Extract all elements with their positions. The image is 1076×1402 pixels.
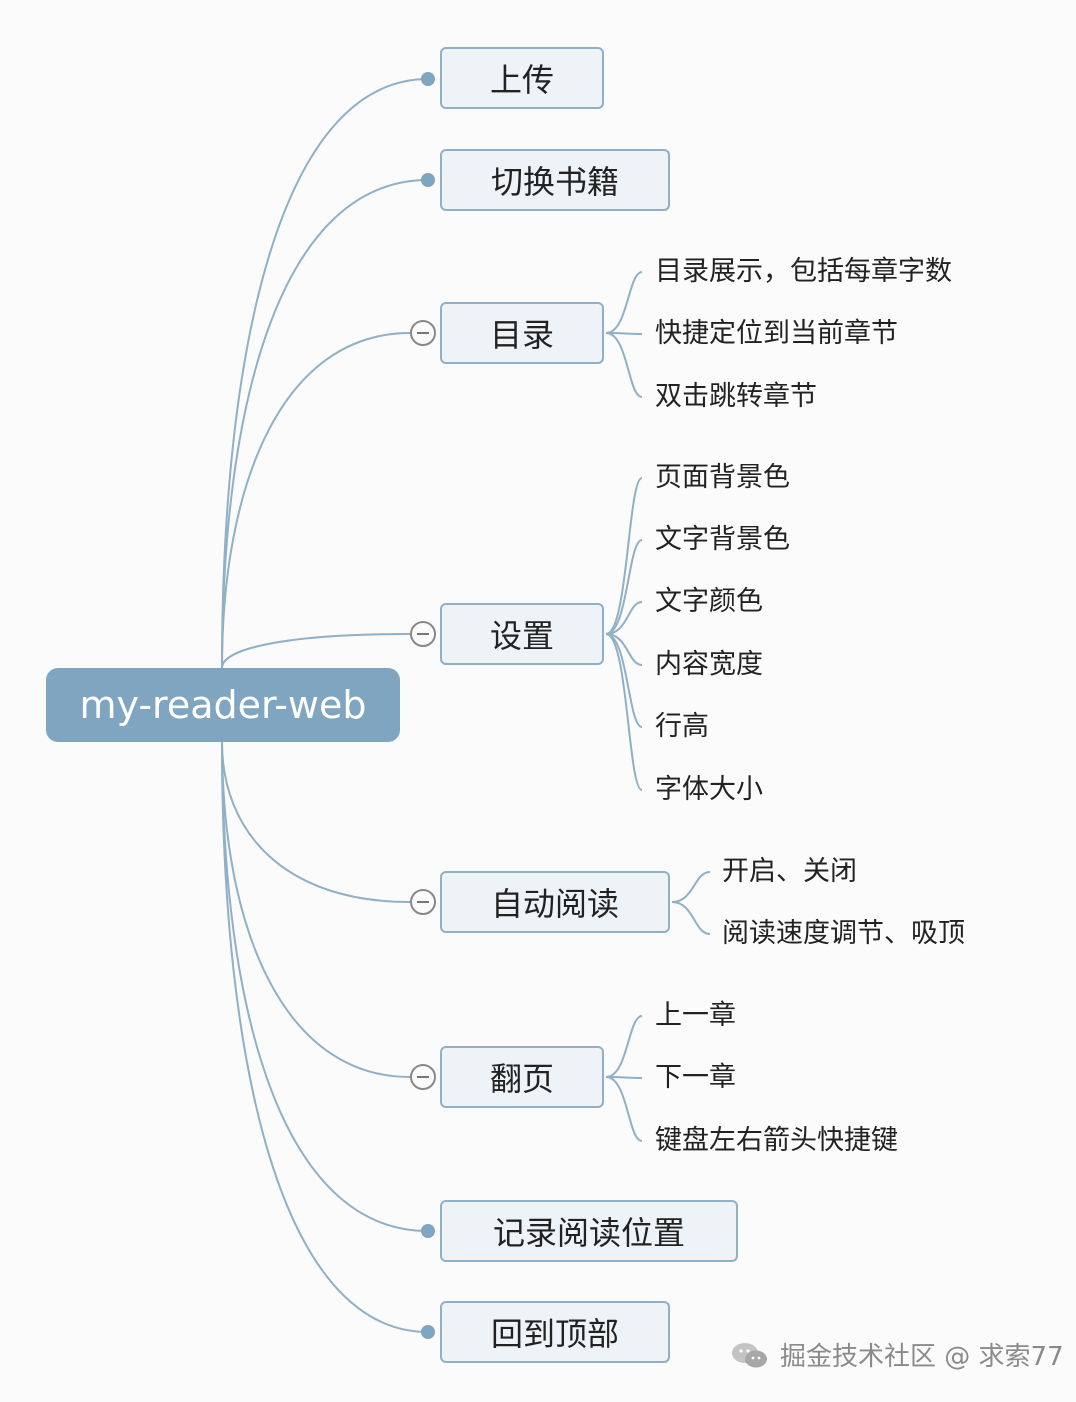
leaf-connector <box>605 1076 643 1142</box>
leaf-connector <box>605 332 643 398</box>
leaf-settings-4[interactable]: 内容宽度 <box>655 649 763 680</box>
leaf-auto-read-2[interactable]: 阅读速度调节、吸顶 <box>722 918 965 949</box>
branch-connector <box>221 741 411 903</box>
leaf-page-turn-3[interactable]: 键盘左右箭头快捷键 <box>655 1125 898 1156</box>
branch-settings[interactable]: 设置 <box>440 603 604 665</box>
leaf-connector <box>605 633 643 666</box>
leaf-connector <box>605 271 643 334</box>
collapse-settings-icon[interactable] <box>410 621 436 647</box>
leaf-toc-2[interactable]: 快捷定位到当前章节 <box>655 318 898 349</box>
branch-connector <box>221 332 411 669</box>
watermark: 掘金技术社区 @ 求索77 <box>730 1336 1064 1373</box>
branch-connector <box>221 741 411 1078</box>
branch-page-turn[interactable]: 翻页 <box>440 1046 604 1108</box>
branch-record-position[interactable]: 记录阅读位置 <box>440 1200 738 1262</box>
leaf-settings-3[interactable]: 文字颜色 <box>655 586 763 617</box>
branch-label: 翻页 <box>489 1060 554 1098</box>
wechat-icon <box>730 1340 770 1370</box>
branch-label: 上传 <box>489 61 554 99</box>
leaf-connector <box>605 633 643 728</box>
branch-label: 记录阅读位置 <box>492 1214 685 1252</box>
branch-connector <box>221 78 429 669</box>
leaf-settings-2[interactable]: 文字背景色 <box>655 524 790 555</box>
leaf-connector <box>671 871 711 903</box>
leaf-connector <box>605 477 643 635</box>
branch-toc[interactable]: 目录 <box>440 302 604 364</box>
branch-label: 回到顶部 <box>490 1315 619 1353</box>
connector-dot-icon <box>421 1325 435 1339</box>
branch-label: 切换书籍 <box>490 163 619 201</box>
branch-upload[interactable]: 上传 <box>440 47 604 109</box>
connector-dot-icon <box>421 1224 435 1238</box>
connector-dot-icon <box>421 173 435 187</box>
leaf-page-turn-1[interactable]: 上一章 <box>655 1000 736 1031</box>
leaf-connector <box>605 1076 643 1079</box>
leaf-connector <box>605 1015 643 1078</box>
branch-label: 自动阅读 <box>490 885 619 923</box>
branch-back-to-top[interactable]: 回到顶部 <box>440 1301 670 1363</box>
leaf-settings-5[interactable]: 行高 <box>655 711 709 742</box>
leaf-settings-6[interactable]: 字体大小 <box>655 774 763 805</box>
branch-auto-read[interactable]: 自动阅读 <box>440 871 670 933</box>
branch-label: 目录 <box>489 316 554 354</box>
leaf-connector <box>605 633 643 791</box>
branch-connector <box>221 741 429 1232</box>
leaf-connector <box>671 901 711 935</box>
leaf-page-turn-2[interactable]: 下一章 <box>655 1062 736 1093</box>
watermark-text: 掘金技术社区 @ 求索77 <box>780 1342 1064 1372</box>
collapse-auto-read-icon[interactable] <box>410 889 436 915</box>
branch-connector <box>221 633 411 669</box>
branch-switch-book[interactable]: 切换书籍 <box>440 149 670 211</box>
leaf-toc-3[interactable]: 双击跳转章节 <box>655 381 817 412</box>
branch-label: 设置 <box>489 617 554 655</box>
leaf-toc-1[interactable]: 目录展示，包括每章字数 <box>655 256 952 287</box>
root-node[interactable]: my-reader-web <box>46 668 400 742</box>
branch-connector <box>221 741 429 1333</box>
collapse-toc-icon[interactable] <box>410 320 436 346</box>
leaf-connector <box>605 332 643 335</box>
leaf-auto-read-1[interactable]: 开启、关闭 <box>722 856 857 887</box>
leaf-connector <box>605 601 643 635</box>
branch-connector <box>221 179 429 669</box>
leaf-settings-1[interactable]: 页面背景色 <box>655 462 790 493</box>
connector-dot-icon <box>421 72 435 86</box>
collapse-page-turn-icon[interactable] <box>410 1064 436 1090</box>
leaf-connector <box>605 539 643 635</box>
